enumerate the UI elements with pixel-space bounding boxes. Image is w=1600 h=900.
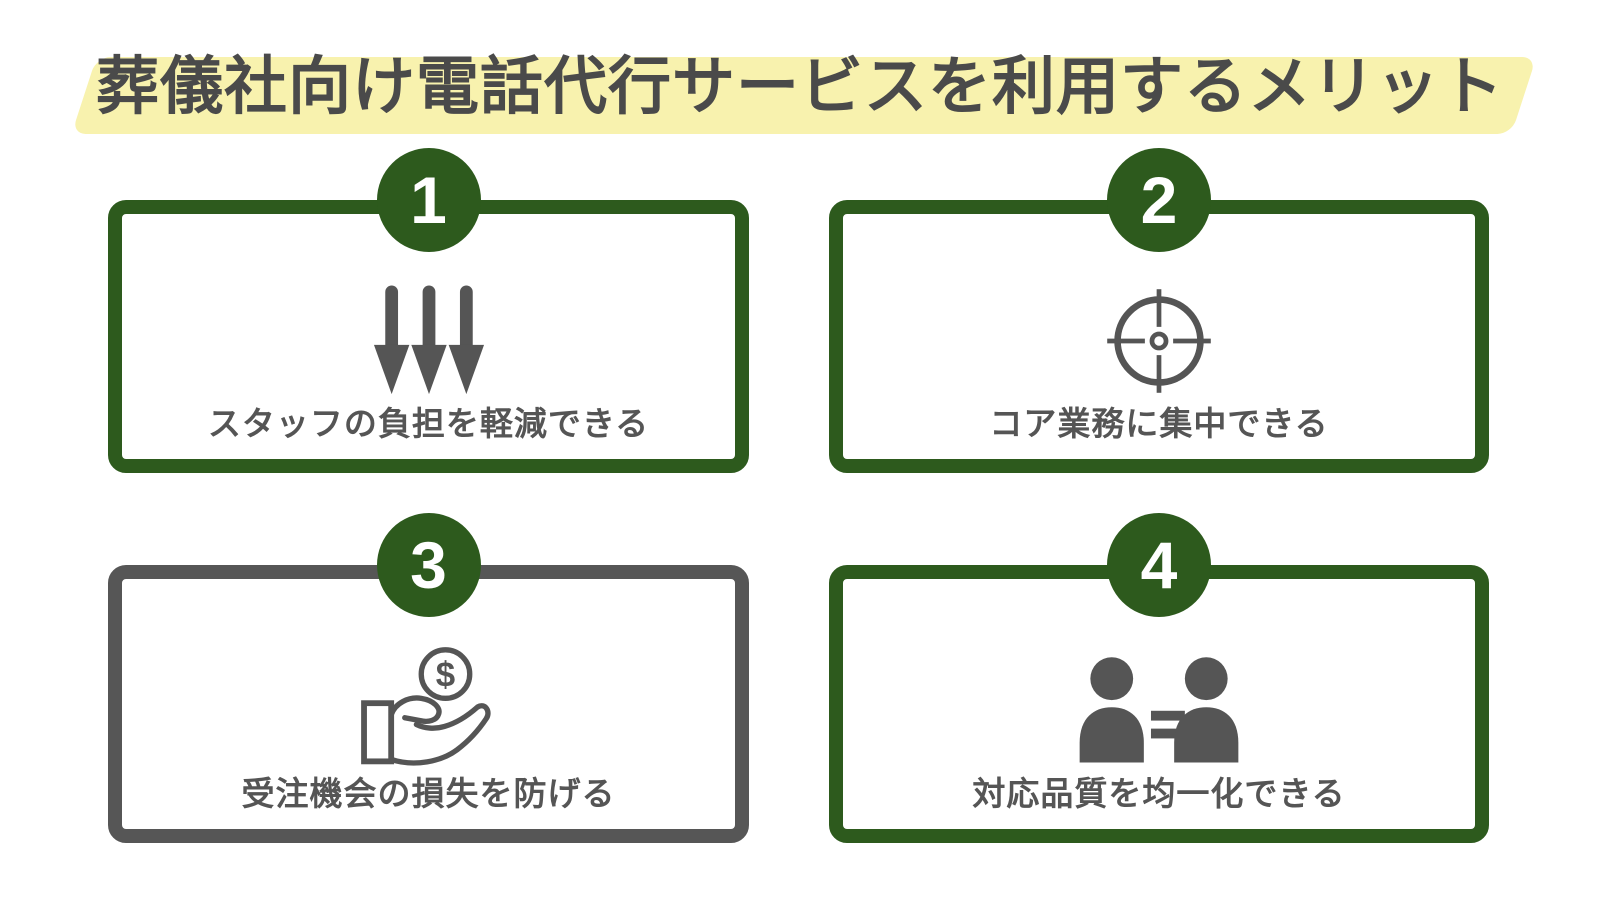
- target-crosshair-icon: [1103, 285, 1216, 398]
- dollar-symbol: $: [435, 656, 454, 695]
- benefit-card-2: 2 コア業務に集中できる: [829, 148, 1489, 473]
- triple-down-arrows-icon: [370, 284, 488, 398]
- benefit-card-4: 4 対応品質を均一化できる: [829, 513, 1489, 843]
- benefit-card-1: 1 スタッフの負担を軽減できる: [108, 148, 749, 473]
- hand-receiving-coin-icon: $: [356, 645, 502, 773]
- card-label: 対応品質を均一化できる: [972, 775, 1346, 812]
- title-block: 葬儀社向け電話代行サービスを利用するメリット: [0, 0, 1600, 150]
- card-number-badge: 3: [376, 513, 481, 617]
- card-number: 3: [410, 528, 447, 602]
- card-number: 2: [1140, 163, 1178, 237]
- card-label: スタッフの負担を軽減できる: [207, 405, 650, 442]
- people-equal-icon: [1074, 656, 1244, 763]
- card-number: 1: [410, 163, 447, 237]
- card-number-badge: 1: [376, 148, 481, 252]
- page-title: 葬儀社向け電話代行サービスを利用するメリット: [96, 52, 1504, 122]
- card-number: 4: [1140, 528, 1178, 602]
- card-number-badge: 4: [1107, 513, 1211, 617]
- card-number-badge: 2: [1107, 148, 1211, 252]
- card-label: コア業務に集中できる: [989, 405, 1329, 442]
- card-label: 受注機会の損失を防げる: [241, 775, 616, 812]
- benefit-card-3: 3 $ 受注機会の損失を防げる: [108, 513, 749, 843]
